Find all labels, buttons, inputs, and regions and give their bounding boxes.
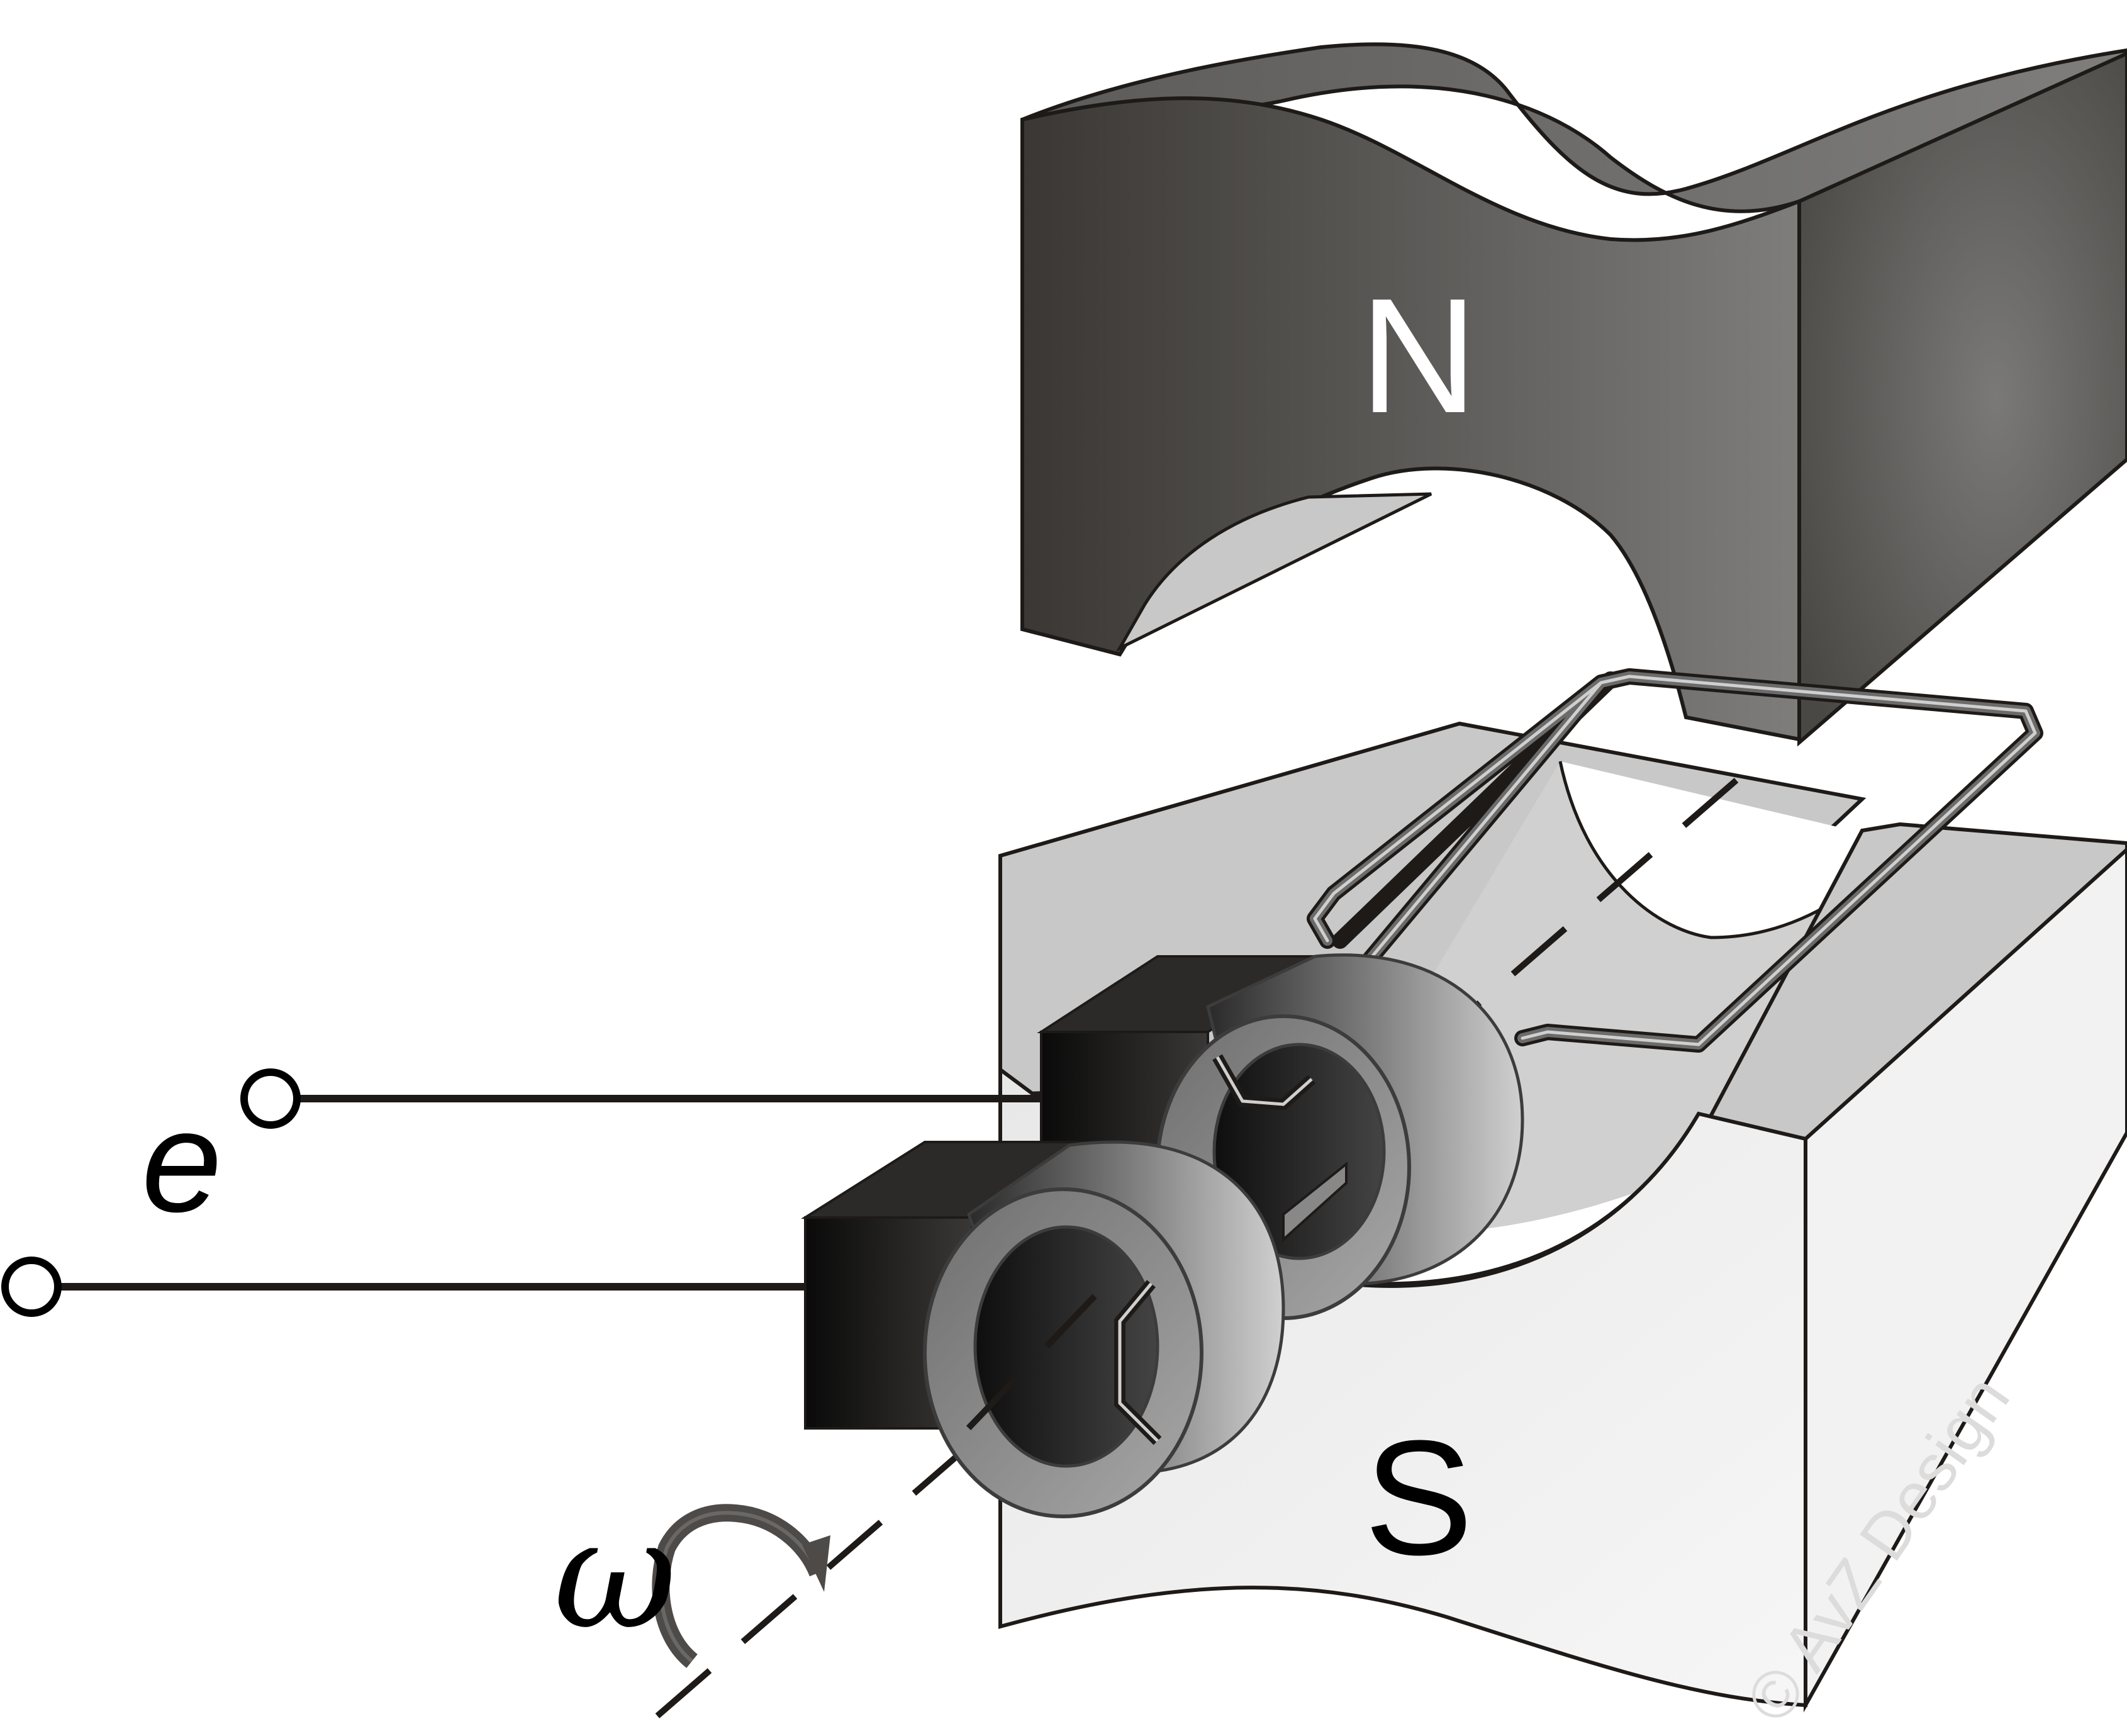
angular-velocity-label: ω [554,1486,677,1662]
rotation-indicator: ω [554,1486,830,1668]
emf-label: e [142,1080,222,1242]
south-pole-label: S [1364,1407,1473,1589]
terminal-lower[interactable] [1,1257,62,1317]
north-magnet-top [1021,42,2127,213]
terminal-upper[interactable] [240,1068,301,1129]
north-magnet-bore [1115,492,1432,652]
north-magnet-side-face [1797,51,2127,747]
north-pole-label: N [1359,265,1478,447]
terminal-leads: e [1,1068,1041,1317]
north-magnet: N [1020,42,2127,747]
slip-ring-front [923,1140,1285,1518]
rotation-arrow-icon [652,1504,826,1668]
slip-ring-rear [1156,953,1524,1320]
south-magnet-side-face [1804,846,2127,1713]
armature-coil [1307,668,2043,1053]
